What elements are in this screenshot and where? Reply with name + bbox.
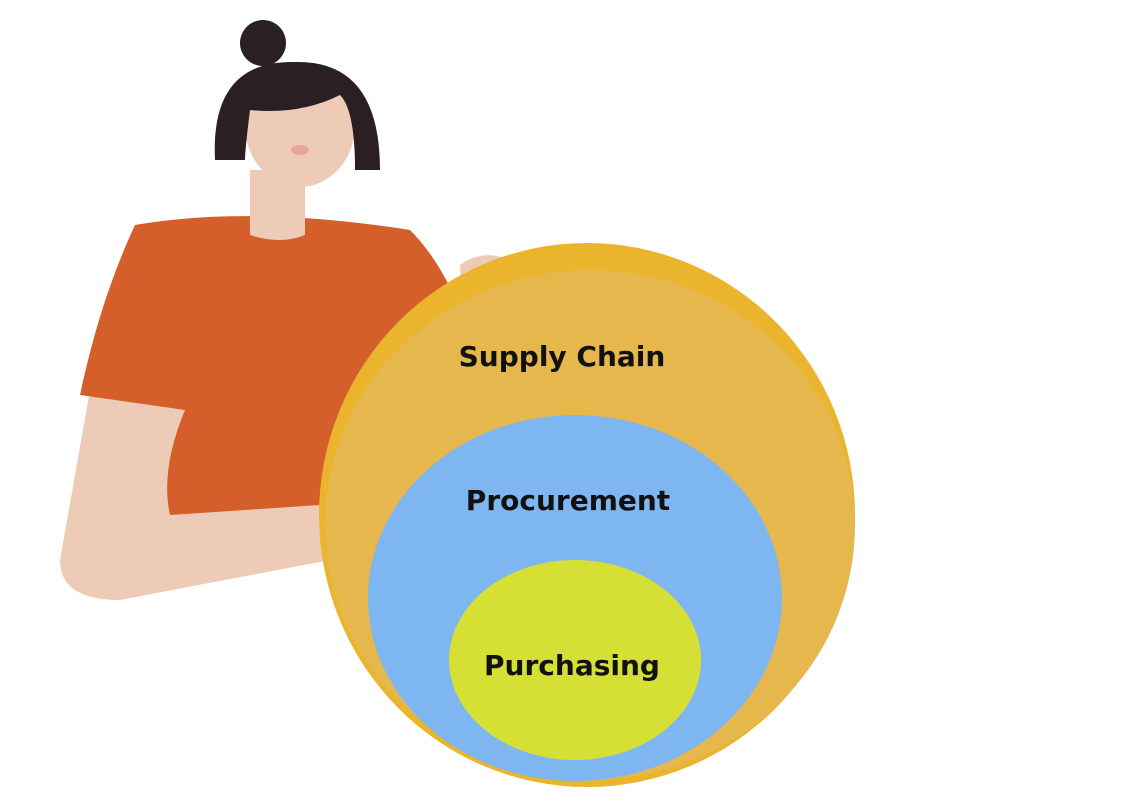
person-hair-bun <box>240 20 286 66</box>
purchasing-circle <box>449 560 701 760</box>
procurement-label: Procurement <box>466 484 670 517</box>
person-hair <box>214 61 380 170</box>
person-arm <box>60 390 330 600</box>
purchasing-label: Purchasing <box>484 649 660 682</box>
person-cheek <box>291 145 309 155</box>
supply-chain-label: Supply Chain <box>459 340 666 373</box>
person-neck <box>250 170 305 240</box>
